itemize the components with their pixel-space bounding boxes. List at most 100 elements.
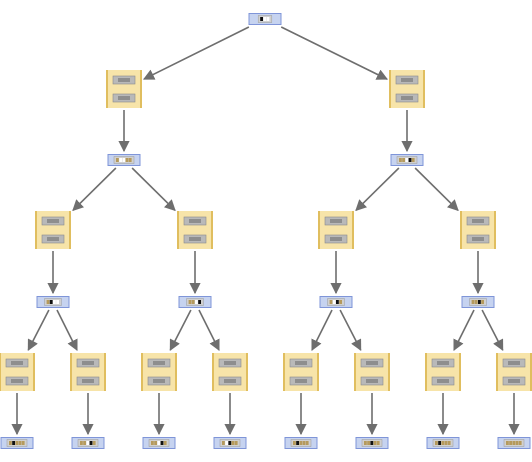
- state-node: [71, 437, 105, 449]
- pair-node-chip: [11, 361, 23, 365]
- state-cell: [56, 300, 59, 304]
- state-cell: [471, 300, 475, 304]
- state-cell: [478, 300, 481, 304]
- state-cell: [509, 441, 512, 445]
- pair-node-chip: [153, 361, 165, 365]
- pair-node-chip: [401, 78, 413, 82]
- state-cell: [234, 441, 238, 445]
- edge-arrow: [481, 309, 504, 351]
- state-cell: [399, 158, 402, 162]
- pair-node-card: [178, 211, 212, 249]
- state-cell: [228, 441, 232, 445]
- state-cell: [86, 441, 90, 445]
- state-cell: [18, 441, 22, 445]
- edge-arrow: [414, 167, 459, 212]
- state-cell: [339, 300, 342, 304]
- state-cell: [21, 441, 25, 445]
- pair-node: [460, 211, 496, 249]
- state-cell: [12, 441, 15, 445]
- pair-node-chip: [472, 219, 484, 223]
- pair-node: [0, 353, 35, 391]
- state-node: [497, 437, 531, 449]
- pair-node-chip: [366, 379, 378, 383]
- state-node: [248, 13, 282, 25]
- state-node: [461, 296, 495, 308]
- state-cell: [474, 300, 478, 304]
- state-cell: [119, 158, 122, 162]
- pair-node-card: [319, 211, 353, 249]
- state-cell: [195, 300, 198, 304]
- state-cell: [481, 300, 484, 304]
- pair-node: [425, 353, 461, 391]
- state-cell: [441, 441, 445, 445]
- state-node: [426, 437, 460, 449]
- pair-node-card: [36, 211, 70, 249]
- pair-node-chip: [295, 361, 307, 365]
- pair-node-chip: [508, 361, 520, 365]
- pair-node-chip: [401, 96, 413, 100]
- edge-arrow: [453, 309, 475, 352]
- state-cell: [411, 158, 415, 162]
- state-cell: [405, 158, 409, 162]
- edge-arrow: [56, 309, 78, 352]
- pair-node-chip: [118, 96, 130, 100]
- pair-node-chip: [437, 361, 449, 365]
- state-cell: [296, 441, 299, 445]
- state-cell: [188, 300, 192, 304]
- pair-node-chip: [330, 237, 342, 241]
- edge-arrow: [198, 309, 220, 352]
- state-cell: [329, 300, 333, 304]
- pair-node-chip: [82, 379, 94, 383]
- state-cell: [198, 300, 201, 304]
- state-cell: [160, 441, 164, 445]
- state-cell: [299, 441, 303, 445]
- state-cell: [231, 441, 235, 445]
- pair-node-card: [107, 70, 141, 108]
- state-cell: [373, 441, 377, 445]
- state-cell: [444, 441, 448, 445]
- pair-node-chip: [11, 379, 23, 383]
- state-cell: [305, 441, 309, 445]
- state-cell: [408, 158, 412, 162]
- state-node: [213, 437, 247, 449]
- state-cell: [435, 441, 438, 445]
- edge-arrow: [280, 26, 389, 80]
- state-cell: [302, 441, 306, 445]
- pair-node: [389, 70, 425, 108]
- pair-node-chip: [153, 379, 165, 383]
- state-cell: [447, 441, 451, 445]
- pair-node-card: [461, 211, 495, 249]
- state-cell: [49, 300, 53, 304]
- state-cell: [376, 441, 380, 445]
- state-cell: [46, 300, 50, 304]
- state-cell: [367, 441, 370, 445]
- state-cell: [225, 441, 228, 445]
- pair-node-chip: [224, 379, 236, 383]
- pair-node: [35, 211, 71, 249]
- pair-node-chip: [295, 379, 307, 383]
- state-cell: [263, 17, 267, 21]
- state-cell: [89, 441, 93, 445]
- state-cell: [402, 158, 405, 162]
- pair-node: [496, 353, 532, 391]
- edge-arrow: [131, 167, 176, 212]
- state-cell: [157, 441, 161, 445]
- state-cell: [266, 17, 270, 21]
- pair-node-card: [390, 70, 424, 108]
- pair-node-chip: [472, 237, 484, 241]
- edge-layer: [11, 26, 520, 436]
- pair-node: [106, 70, 142, 108]
- state-cell: [260, 17, 263, 21]
- pair-node: [70, 353, 106, 391]
- state-cell: [9, 441, 12, 445]
- node-layer: [0, 13, 532, 449]
- edge-arrow: [339, 309, 362, 351]
- state-cell: [128, 158, 132, 162]
- pair-node-chip: [47, 237, 59, 241]
- state-node: [178, 296, 212, 308]
- pair-node-chip: [189, 219, 201, 223]
- edge-arrow: [27, 309, 50, 351]
- state-cell: [506, 441, 509, 445]
- state-cell: [293, 441, 296, 445]
